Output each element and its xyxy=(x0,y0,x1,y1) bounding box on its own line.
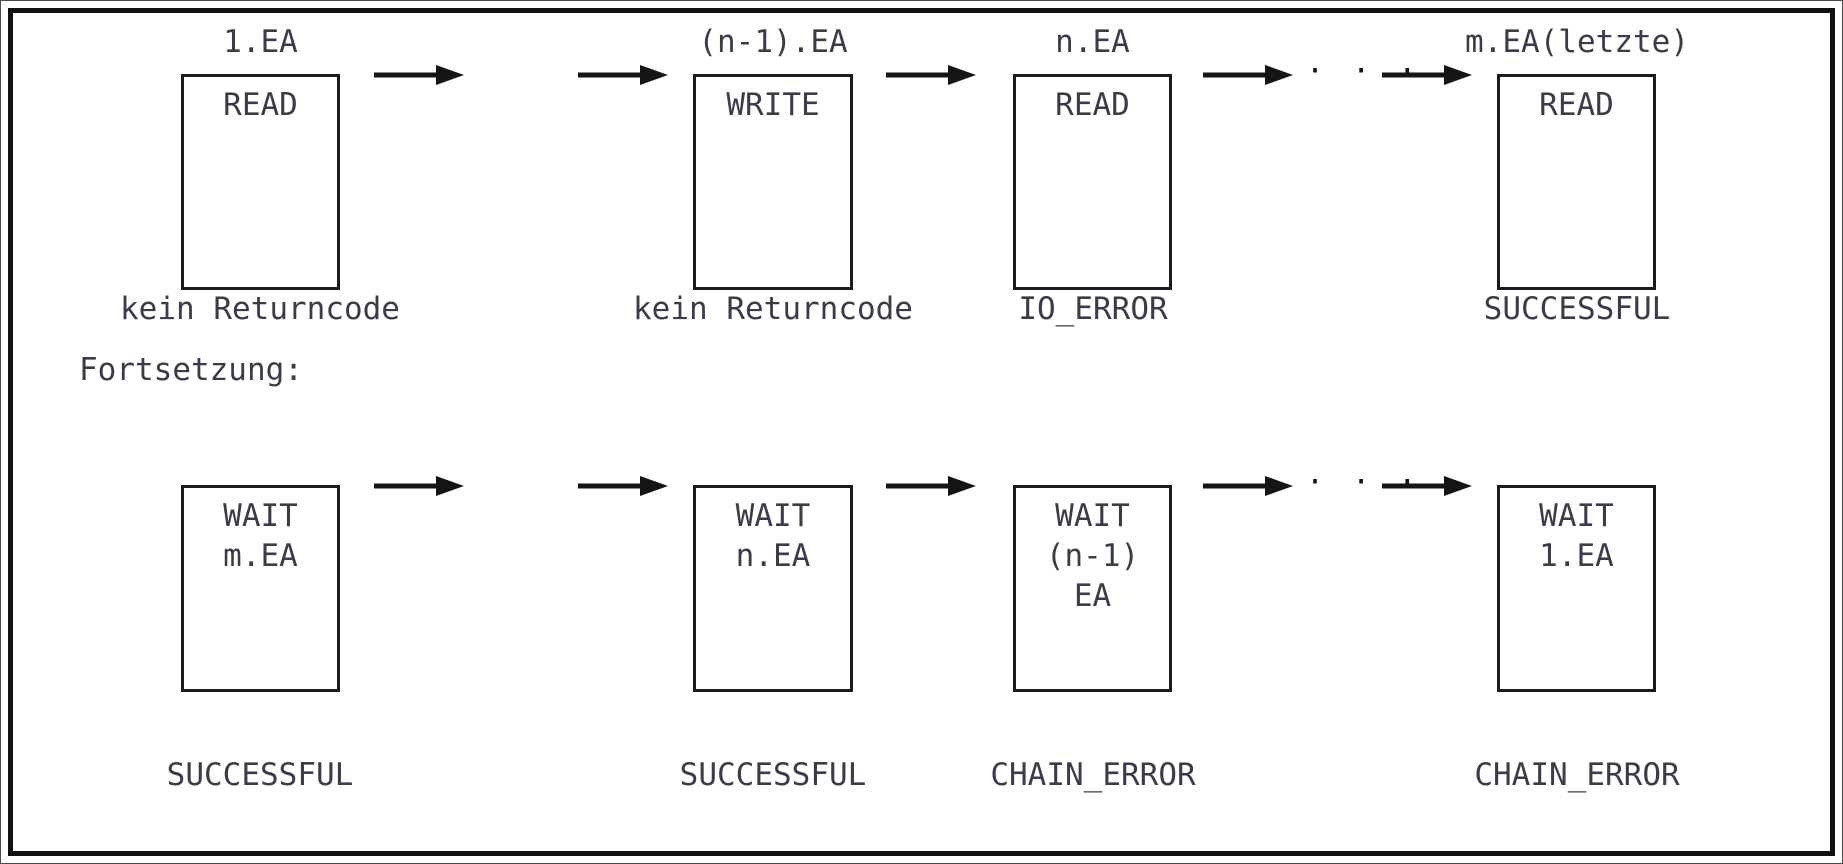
process-box-label: WAIT m.EA xyxy=(223,498,298,574)
arrow-icon xyxy=(578,473,668,499)
arrow-icon xyxy=(374,473,464,499)
process-box-wait-m: WAIT m.EA xyxy=(181,485,340,692)
arrow-icon xyxy=(1203,473,1293,499)
process-box-label: READ xyxy=(223,87,298,123)
returncode-label-6: SUCCESSFUL xyxy=(679,757,867,793)
ellipsis-row-2: · · · xyxy=(1306,465,1422,500)
process-box-wait-1: WAIT 1.EA xyxy=(1497,485,1656,692)
process-box-label: WRITE xyxy=(726,87,820,123)
process-box-label: READ xyxy=(1539,87,1614,123)
arrow-icon xyxy=(374,62,464,88)
arrow-icon xyxy=(886,473,976,499)
process-box-write: WRITE xyxy=(693,74,853,290)
process-box-label: WAIT 1.EA xyxy=(1539,498,1614,574)
step-header-n-ea: n.EA xyxy=(1055,24,1130,60)
process-box-read-m: READ xyxy=(1497,74,1656,290)
arrow-icon xyxy=(1382,473,1472,499)
process-box-read-n: READ xyxy=(1013,74,1172,290)
process-box-label: READ xyxy=(1055,87,1130,123)
arrow-icon xyxy=(886,62,976,88)
arrow-icon xyxy=(578,62,668,88)
returncode-label-3: IO_ERROR xyxy=(1018,291,1168,327)
process-box-wait-n: WAIT n.EA xyxy=(693,485,853,692)
returncode-label-2: kein Returncode xyxy=(633,291,913,327)
process-box-wait-n-minus-1: WAIT (n-1) EA xyxy=(1013,485,1172,692)
process-box-label: WAIT (n-1) EA xyxy=(1045,498,1140,614)
step-header-m-ea-letzte: m.EA(letzte) xyxy=(1465,24,1689,60)
step-header-n-minus-1-ea: (n-1).EA xyxy=(698,24,848,60)
returncode-label-4: SUCCESSFUL xyxy=(1483,291,1671,327)
step-header-1-ea: 1.EA xyxy=(223,24,298,60)
section-label-fortsetzung: Fortsetzung: xyxy=(79,352,303,388)
returncode-label-8: CHAIN_ERROR xyxy=(1474,757,1680,793)
returncode-label-7: CHAIN_ERROR xyxy=(990,757,1196,793)
returncode-label-5: SUCCESSFUL xyxy=(166,757,354,793)
ellipsis-row-1: · · · xyxy=(1306,54,1422,89)
process-box-label: WAIT n.EA xyxy=(735,498,811,574)
process-box-read-1: READ xyxy=(181,74,340,290)
arrow-icon xyxy=(1203,62,1293,88)
arrow-icon xyxy=(1382,62,1472,88)
returncode-label-1: kein Returncode xyxy=(120,291,400,327)
